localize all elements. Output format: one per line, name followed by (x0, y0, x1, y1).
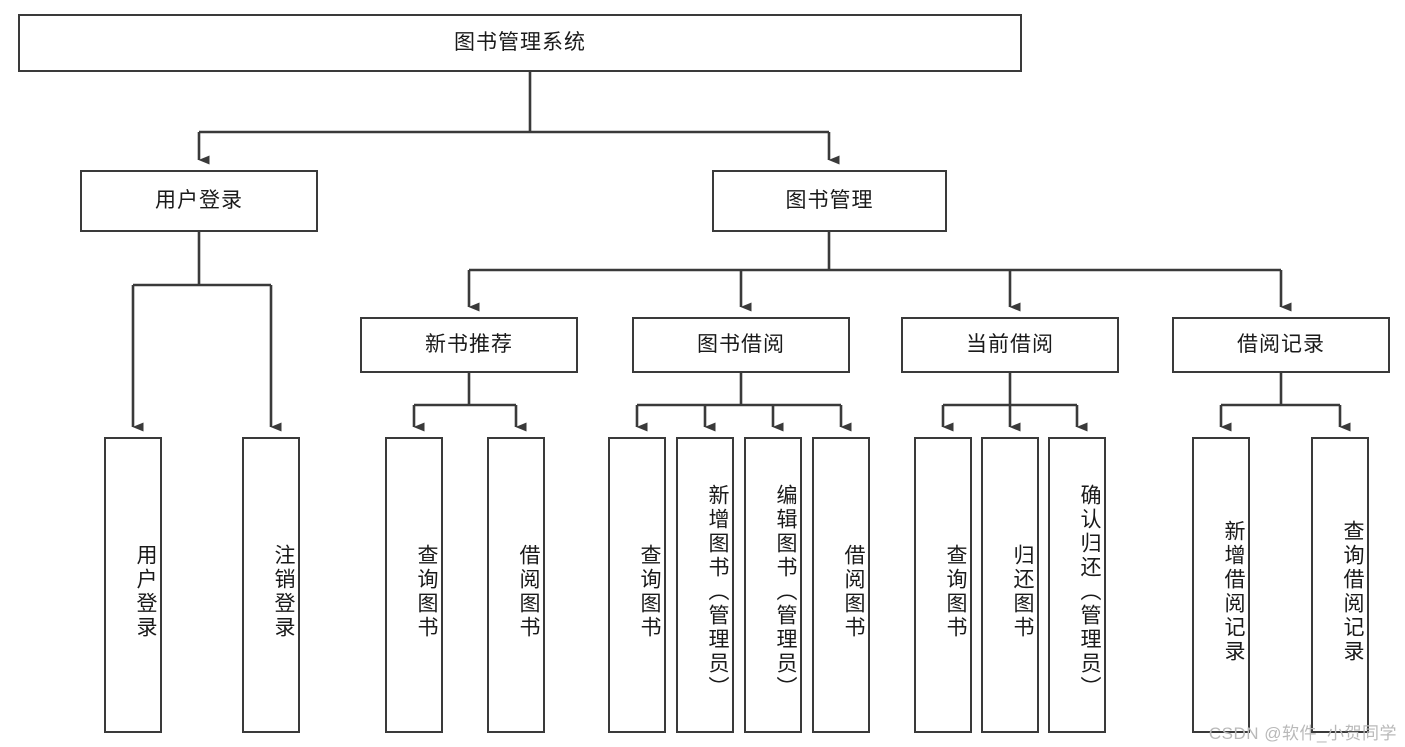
node-book-manage[interactable]: 图书管理 (712, 170, 947, 232)
node-new-book-rec[interactable]: 新书推荐 (360, 317, 578, 373)
node-label: 确认归还（管理员） (1078, 484, 1101, 700)
node-label: 注销登录 (272, 544, 295, 640)
node-label: 查询图书 (415, 544, 438, 640)
node-label: 借阅图书 (842, 544, 865, 640)
node-label: 用户登录 (134, 544, 157, 640)
node-leaf-add-book[interactable]: 新增图书（管理员） (676, 437, 734, 733)
node-leaf-add-record[interactable]: 新增借阅记录 (1192, 437, 1250, 733)
node-label: 新书推荐 (425, 333, 513, 357)
node-root[interactable]: 图书管理系统 (18, 14, 1022, 72)
node-borrow-record[interactable]: 借阅记录 (1172, 317, 1390, 373)
node-label: 借阅图书 (517, 544, 540, 640)
node-label: 查询借阅记录 (1341, 520, 1364, 664)
node-current-borrow[interactable]: 当前借阅 (901, 317, 1119, 373)
node-label: 归还图书 (1011, 544, 1034, 640)
node-label: 查询图书 (944, 544, 967, 640)
node-leaf-query-book-current[interactable]: 查询图书 (914, 437, 972, 733)
node-user-login[interactable]: 用户登录 (80, 170, 318, 232)
node-label: 编辑图书（管理员） (774, 484, 797, 700)
watermark-text: CSDN @软件_小贺同学 (1208, 724, 1397, 743)
node-leaf-query-book-rec[interactable]: 查询图书 (385, 437, 443, 733)
node-leaf-edit-book[interactable]: 编辑图书（管理员） (744, 437, 802, 733)
node-label: 新增借阅记录 (1222, 520, 1245, 664)
node-label: 用户登录 (155, 189, 243, 213)
node-leaf-user-logout[interactable]: 注销登录 (242, 437, 300, 733)
node-label: 图书借阅 (697, 333, 785, 357)
node-leaf-query-record[interactable]: 查询借阅记录 (1311, 437, 1369, 733)
node-leaf-borrow-book[interactable]: 借阅图书 (812, 437, 870, 733)
node-leaf-return-book[interactable]: 归还图书 (981, 437, 1039, 733)
node-leaf-confirm-return[interactable]: 确认归还（管理员） (1048, 437, 1106, 733)
node-leaf-query-book-borrow[interactable]: 查询图书 (608, 437, 666, 733)
node-leaf-borrow-book-rec[interactable]: 借阅图书 (487, 437, 545, 733)
node-label: 借阅记录 (1237, 333, 1325, 357)
node-leaf-user-login[interactable]: 用户登录 (104, 437, 162, 733)
node-book-borrow[interactable]: 图书借阅 (632, 317, 850, 373)
node-label: 图书管理 (785, 189, 874, 213)
node-label: 新增图书（管理员） (706, 484, 729, 700)
node-label: 图书管理系统 (454, 31, 586, 55)
node-label: 查询图书 (638, 544, 661, 640)
node-label: 当前借阅 (966, 333, 1054, 357)
